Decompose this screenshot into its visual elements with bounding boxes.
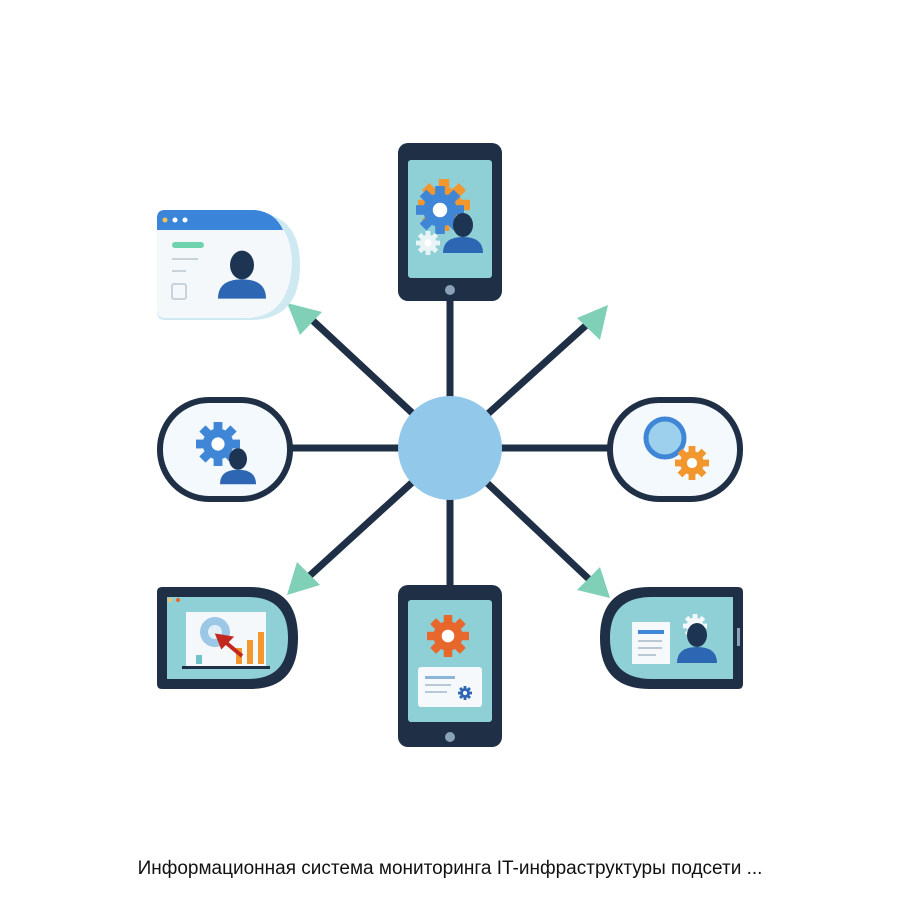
search-icon — [643, 416, 687, 460]
document-icon — [418, 667, 482, 707]
gear-icon — [427, 615, 469, 657]
cursor-icon — [214, 633, 244, 658]
central-hub — [398, 396, 502, 500]
caption: Информационная система мониторинга IT-ин… — [137, 858, 763, 879]
arrow-top-left-icon — [287, 303, 322, 335]
bottom-right-tablet — [600, 587, 743, 689]
bottom-left-tablet — [157, 587, 298, 689]
right-pill — [607, 397, 743, 502]
arrow-top-right-icon — [577, 305, 608, 340]
top-left-browser — [157, 210, 300, 320]
document-icon — [632, 622, 670, 664]
gear-icon — [416, 231, 440, 255]
arrow-bottom-left-icon — [287, 562, 320, 595]
bottom-phone — [398, 585, 502, 747]
left-pill — [157, 397, 293, 502]
arrow-bottom-right-icon — [577, 567, 610, 598]
top-phone — [398, 143, 502, 301]
arrowheads — [287, 303, 610, 598]
gear-icon — [675, 446, 709, 480]
